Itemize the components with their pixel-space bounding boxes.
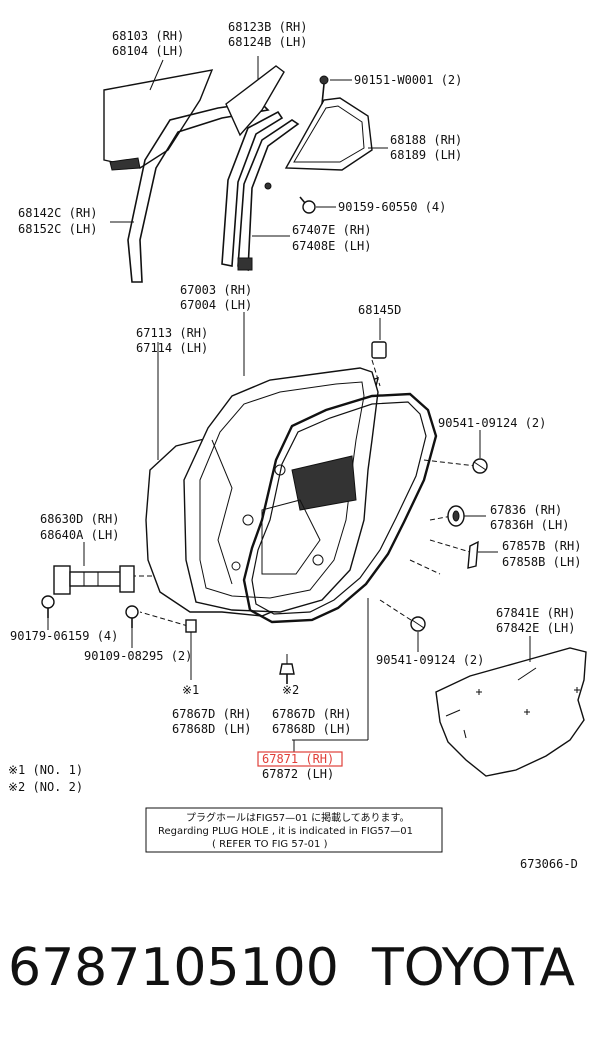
label-67867d-no2: 67867D (RH) bbox=[272, 707, 351, 721]
brand-name: TOYOTA bbox=[372, 938, 575, 998]
label-68189: 68189 (LH) bbox=[390, 148, 462, 162]
clip-68145d bbox=[371, 341, 387, 359]
label-68103: 68103 (RH) bbox=[112, 29, 184, 43]
label-68152c: 68152C (LH) bbox=[18, 222, 97, 236]
label-68104: 68104 (LH) bbox=[112, 44, 184, 58]
door-glass bbox=[103, 69, 214, 171]
label-67114: 67114 (LH) bbox=[136, 341, 208, 355]
label-90109: 90109-08295 (2) bbox=[84, 649, 192, 663]
door-weatherstrip bbox=[242, 392, 438, 624]
quarter-window-glass bbox=[284, 97, 373, 171]
label-star1: ※1 bbox=[182, 683, 199, 697]
label-67003: 67003 (RH) bbox=[180, 283, 252, 297]
protector-strip bbox=[467, 540, 479, 569]
label-68640a: 68640A (LH) bbox=[40, 528, 119, 542]
plug-90541-lower bbox=[410, 616, 426, 632]
label-67004: 67004 (LH) bbox=[180, 298, 252, 312]
bolt-90179 bbox=[41, 595, 55, 618]
label-90541-lower: 90541-09124 (2) bbox=[376, 653, 484, 667]
service-hole-cover bbox=[435, 647, 587, 777]
label-67858b: 67858B (LH) bbox=[502, 555, 581, 569]
label-67857b: 67857B (RH) bbox=[502, 539, 581, 553]
label-star2: ※2 bbox=[282, 683, 299, 697]
screw-90151 bbox=[319, 75, 329, 105]
door-inner-frame bbox=[183, 367, 379, 613]
label-67842e: 67842E (LH) bbox=[496, 621, 575, 635]
label-68123b: 68123B (RH) bbox=[228, 20, 307, 34]
label-68188: 68188 (RH) bbox=[390, 133, 462, 147]
label-90159: 90159-60550 (4) bbox=[338, 200, 446, 214]
label-67836: 67836 (RH) bbox=[490, 503, 562, 517]
label-68142c: 68142C (RH) bbox=[18, 206, 97, 220]
label-90179: 90179-06159 (4) bbox=[10, 629, 118, 643]
label-90151: 90151-W0001 (2) bbox=[354, 73, 462, 87]
notice-reference: ( REFER TO FIG 57-01 ) bbox=[212, 839, 328, 850]
service-hole-seal bbox=[447, 505, 465, 527]
clip-no1 bbox=[185, 619, 197, 633]
bolt-90109 bbox=[125, 605, 139, 628]
label-67408e: 67408E (LH) bbox=[292, 239, 371, 253]
label-67868d-no2: 67868D (LH) bbox=[272, 722, 351, 736]
notice-japanese: プラグホールはFIG57—01 に掲載してあります。 bbox=[186, 811, 409, 824]
figure-number: 673066-D bbox=[520, 857, 578, 871]
footnote-no1: ※1 (NO. 1) bbox=[8, 763, 83, 777]
glass-run-channel bbox=[127, 101, 270, 283]
label-90541-upper: 90541-09124 (2) bbox=[438, 416, 546, 430]
label-67871: 67871 (RH) bbox=[262, 752, 334, 766]
bolt-90159 bbox=[299, 196, 316, 214]
label-68145d: 68145D bbox=[358, 303, 401, 317]
rear-lower-sash-channel bbox=[221, 110, 300, 272]
plug-hole-notice: プラグホールはFIG57—01 に掲載してあります。 Regarding PLU… bbox=[145, 807, 443, 853]
part-number: 6787105100 bbox=[8, 938, 339, 998]
label-68630d: 68630D (RH) bbox=[40, 512, 119, 526]
label-67407e: 67407E (RH) bbox=[292, 223, 371, 237]
product-caption: 6787105100 TOYOTA bbox=[0, 930, 600, 1020]
door-hinge bbox=[53, 565, 135, 595]
footnote-no2: ※2 (NO. 2) bbox=[8, 780, 83, 794]
notice-english: Regarding PLUG HOLE , it is indicated in… bbox=[158, 826, 413, 837]
label-67872: 67872 (LH) bbox=[262, 767, 334, 781]
label-67836h: 67836H (LH) bbox=[490, 518, 569, 532]
division-bar bbox=[225, 65, 285, 137]
clip-no2 bbox=[279, 663, 295, 684]
highlight-box bbox=[257, 751, 343, 767]
label-67868d-no1: 67868D (LH) bbox=[172, 722, 251, 736]
label-67867d-no1: 67867D (RH) bbox=[172, 707, 251, 721]
label-67841e: 67841E (RH) bbox=[496, 606, 575, 620]
label-67113: 67113 (RH) bbox=[136, 326, 208, 340]
plug-90541-upper bbox=[472, 458, 488, 474]
label-68124b: 68124B (LH) bbox=[228, 35, 307, 49]
